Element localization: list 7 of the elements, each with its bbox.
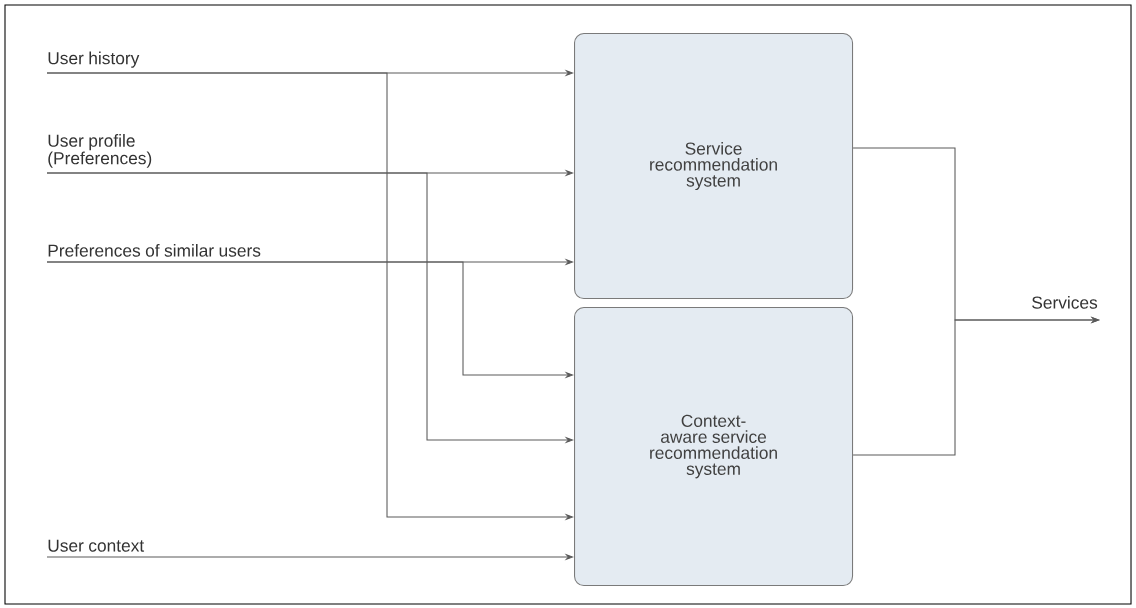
input-label: Preferences of similar users <box>48 244 261 257</box>
process-box: Service recommendation system <box>574 33 854 300</box>
input-label: User history <box>48 51 140 68</box>
input-label: User profile (Preferences) <box>48 134 152 168</box>
output-label: Services <box>1032 296 1098 309</box>
process-box: Context-aware service recommendation system <box>574 307 854 587</box>
input-label: User context <box>48 539 145 552</box>
